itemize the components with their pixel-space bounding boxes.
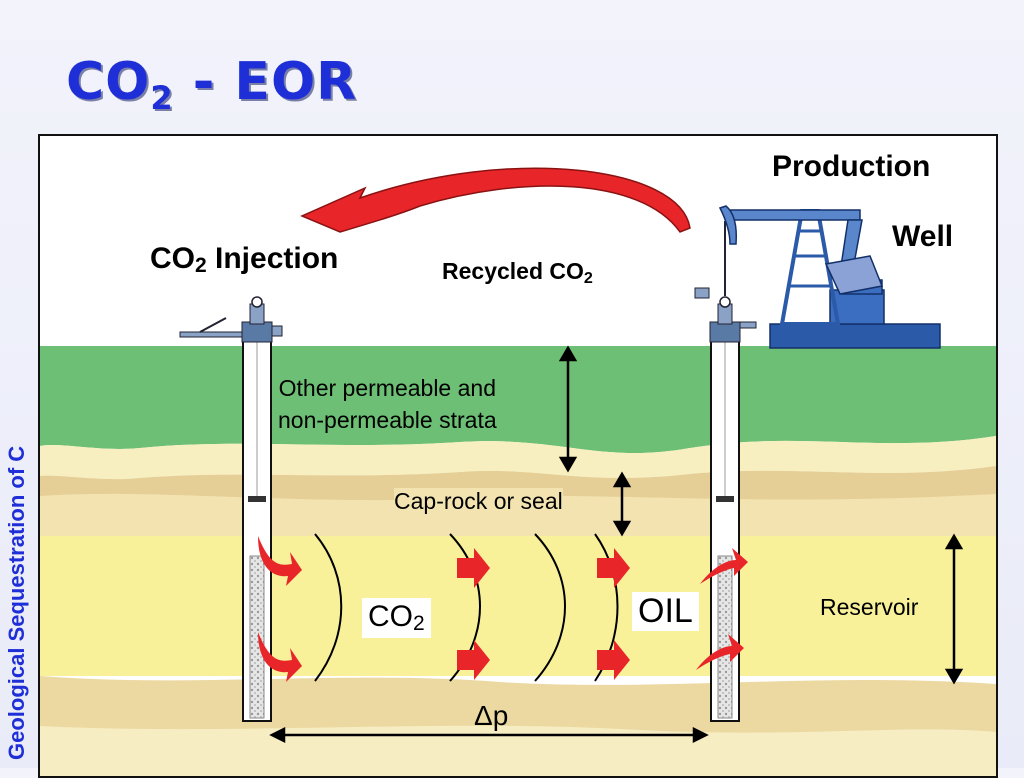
caprock-label: Cap-rock or seal bbox=[394, 488, 563, 515]
co2-front-curve bbox=[534, 533, 566, 682]
oil-label: OIL bbox=[632, 592, 699, 631]
diagram-svg bbox=[40, 167, 996, 776]
delta-p-label: Δp bbox=[474, 700, 509, 731]
production-label: Production bbox=[772, 150, 931, 183]
co2-reservoir-label: CO2 bbox=[362, 598, 431, 638]
flow-arrow bbox=[700, 548, 748, 584]
delta-p-arrow bbox=[269, 726, 709, 744]
cream-strata-layer bbox=[40, 436, 996, 480]
pump-jack bbox=[718, 205, 941, 349]
flow-arrow bbox=[597, 548, 630, 588]
flow-arrow bbox=[597, 640, 630, 680]
strata-label: Other permeable and non-permeable strata bbox=[278, 372, 497, 436]
reservoir-label: Reservoir bbox=[820, 594, 919, 620]
well-label: Well bbox=[892, 220, 954, 253]
slide-title: CO2 - EOR bbox=[66, 52, 358, 117]
recycled-arc-arrow bbox=[300, 167, 691, 233]
strata-span-arrow bbox=[558, 345, 578, 473]
side-label: Geological Sequestration of C bbox=[4, 445, 29, 760]
recycled-co2-label: Recycled CO2 bbox=[442, 258, 593, 287]
flow-arrow bbox=[696, 634, 744, 670]
flow-arrow bbox=[457, 640, 490, 680]
reservoir-span-arrow bbox=[944, 533, 964, 685]
caprock-span-arrow bbox=[612, 471, 632, 537]
flow-arrow bbox=[457, 548, 490, 588]
reservoir-layer bbox=[40, 536, 996, 676]
green-strata-layer bbox=[40, 346, 996, 454]
flow-arrow bbox=[258, 632, 302, 682]
diagram-frame: Production Well CO2 Injection Recycled C… bbox=[38, 134, 998, 778]
flow-arrow bbox=[258, 536, 302, 586]
co2-injection-label: CO2 Injection bbox=[150, 242, 339, 277]
co2-front-curve bbox=[314, 533, 343, 682]
bottom-layer bbox=[40, 725, 996, 776]
